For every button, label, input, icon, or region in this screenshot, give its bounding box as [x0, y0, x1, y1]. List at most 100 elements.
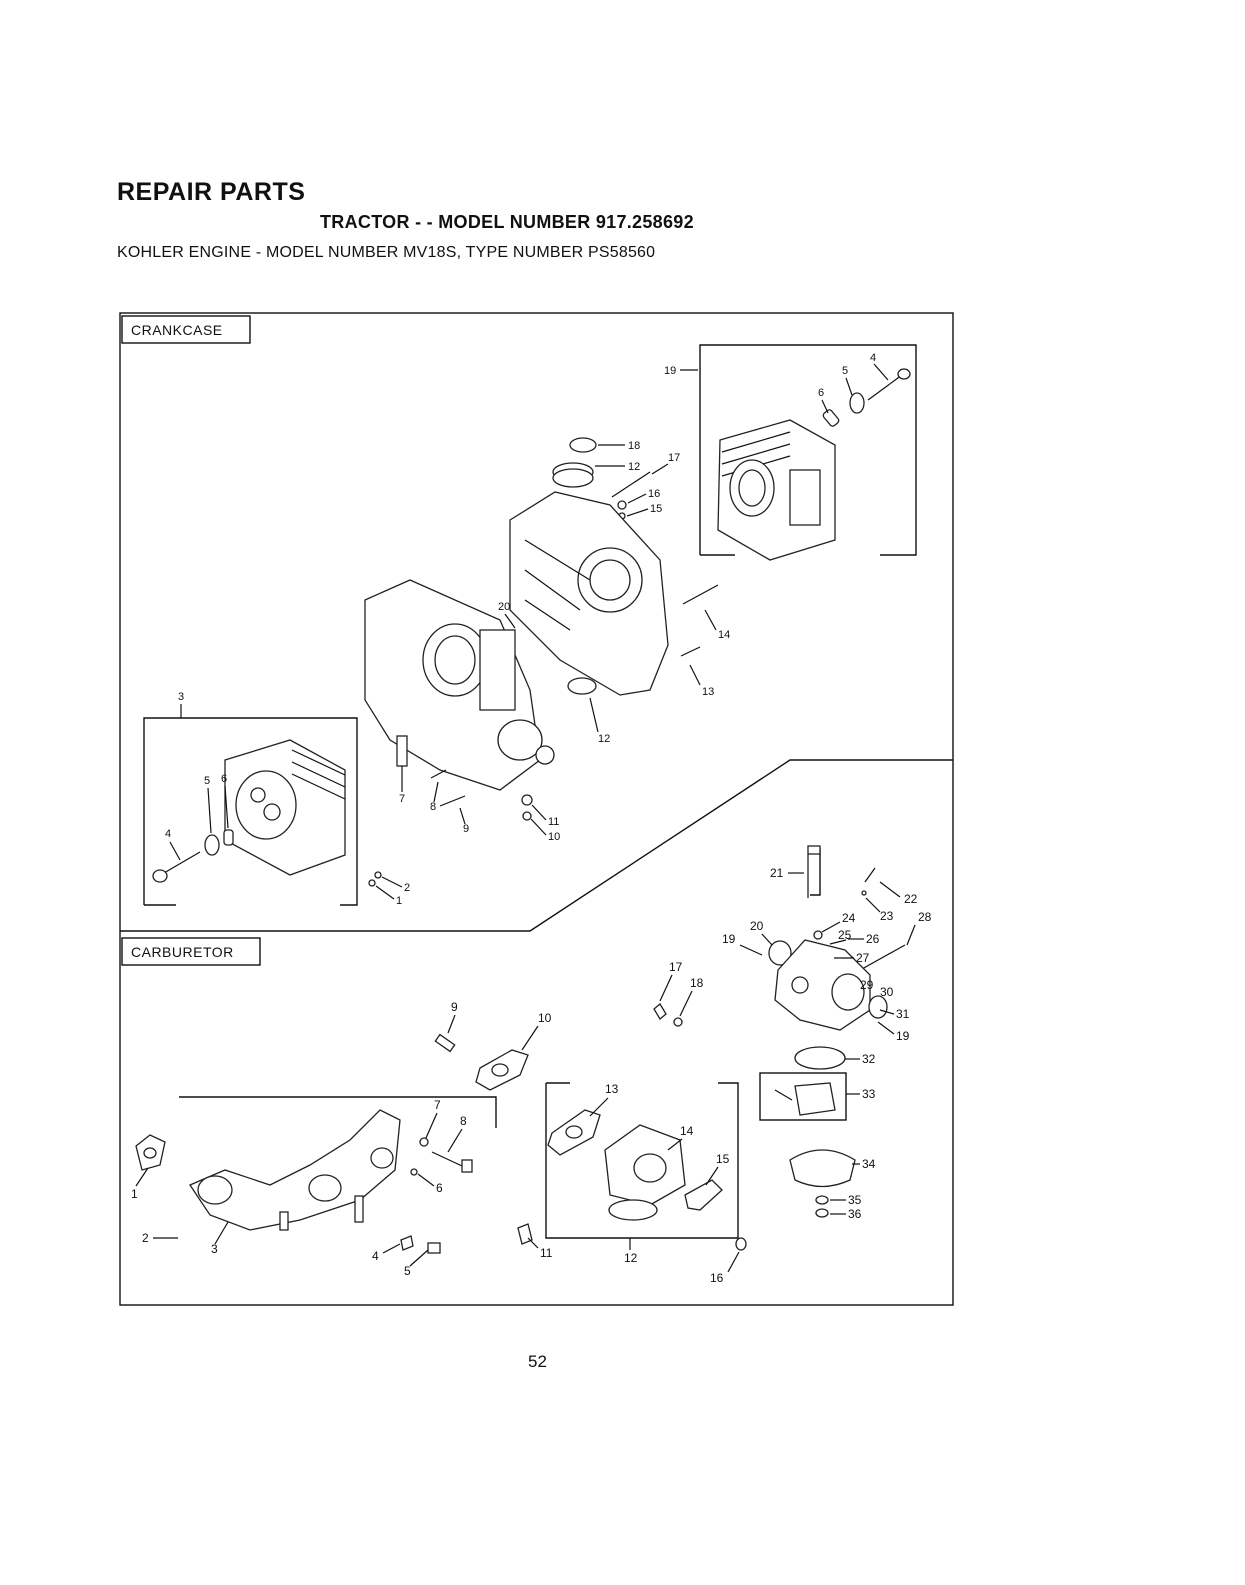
callout-k26: 26 — [866, 932, 880, 946]
callout-k24: 24 — [842, 911, 856, 925]
o-ring-32 — [795, 1047, 845, 1069]
callout-k12: 12 — [624, 1251, 638, 1265]
valve-spring-right — [850, 393, 864, 413]
bolt-13 — [681, 647, 700, 656]
callout-k15: 15 — [716, 1152, 730, 1166]
callout-k13: 13 — [605, 1082, 619, 1096]
callout-k32: 32 — [862, 1052, 876, 1066]
callout-1: 1 — [396, 895, 402, 907]
carburetor-label: CARBURETOR — [131, 944, 234, 960]
callout-k10: 10 — [538, 1011, 552, 1025]
page-number: 52 — [528, 1352, 547, 1372]
carburetor-14 — [605, 1125, 685, 1220]
callout-k11: 11 — [540, 1246, 553, 1260]
callout-k6: 6 — [436, 1181, 443, 1195]
gasket-15 — [685, 1180, 722, 1210]
washer-2 — [375, 872, 381, 878]
callout-k3: 3 — [211, 1242, 218, 1256]
callout-12: 12 — [628, 461, 640, 473]
left-valve — [153, 852, 200, 882]
callout-7: 7 — [399, 793, 405, 805]
callout-16: 16 — [648, 488, 660, 500]
spring-25 — [814, 931, 822, 939]
float-33 — [795, 1083, 835, 1115]
callout-11: 11 — [548, 816, 559, 828]
crankcase-rear-half — [510, 492, 668, 695]
callout-k9: 9 — [451, 1000, 458, 1014]
long-bolt-top — [612, 472, 650, 497]
stud-9 — [440, 796, 465, 806]
right-valve — [868, 369, 910, 400]
callout-k14: 14 — [680, 1124, 694, 1138]
callout-k19b: 19 — [896, 1029, 910, 1043]
callout-6: 6 — [818, 387, 824, 399]
callout-k27: 27 — [856, 951, 870, 965]
callout-k4: 4 — [372, 1249, 379, 1263]
bearing-12b — [568, 678, 596, 694]
callout-20: 20 — [498, 601, 510, 613]
washer-23 — [862, 891, 866, 895]
callout-19: 19 — [664, 365, 676, 377]
callout-k30: 30 — [880, 985, 894, 999]
callout-3: 3 — [178, 691, 184, 703]
intake-inset — [179, 1097, 496, 1128]
valve-guide-right — [822, 409, 840, 428]
callout-6b: 6 — [221, 773, 227, 785]
left-cylinder-head — [225, 740, 345, 875]
callout-k29: 29 — [860, 978, 874, 992]
callout-k35: 35 — [848, 1193, 862, 1207]
bolt-8 — [432, 1152, 462, 1166]
washer-35 — [816, 1196, 828, 1204]
callout-4: 4 — [870, 352, 876, 364]
callout-k17: 17 — [669, 960, 683, 974]
callout-14: 14 — [718, 629, 730, 641]
callout-k18: 18 — [690, 976, 704, 990]
screw-17 — [654, 1004, 666, 1019]
stud-8 — [431, 770, 446, 778]
screw-22 — [865, 868, 875, 882]
callout-k31: 31 — [896, 1007, 910, 1021]
callout-17: 17 — [668, 452, 680, 464]
washer-16 — [618, 501, 626, 509]
callout-k1: 1 — [131, 1187, 138, 1201]
callout-k8: 8 — [460, 1114, 467, 1128]
callout-k5: 5 — [404, 1264, 411, 1278]
callout-k22: 22 — [904, 892, 918, 906]
callout-k33: 33 — [862, 1087, 876, 1101]
plug-11 — [522, 795, 532, 805]
valve-guide-left — [224, 830, 233, 845]
bowl-34 — [790, 1150, 855, 1187]
callout-18: 18 — [628, 440, 640, 452]
callout-5: 5 — [842, 365, 848, 377]
callout-k2: 2 — [142, 1231, 149, 1245]
callout-k28: 28 — [918, 910, 932, 924]
valve-spring-left — [205, 835, 219, 855]
callout-k19a: 19 — [722, 932, 736, 946]
crankcase-label: CRANKCASE — [131, 322, 223, 338]
washer-10 — [523, 812, 531, 820]
nut-16 — [736, 1238, 746, 1250]
screw-5 — [428, 1243, 440, 1253]
dipstick-tube — [397, 736, 407, 766]
screw-18 — [674, 1018, 682, 1026]
callout-k23: 23 — [880, 909, 894, 923]
bolt-14 — [683, 585, 718, 604]
washer-7 — [420, 1138, 428, 1146]
callout-k21: 21 — [770, 866, 784, 880]
stud-9-carb — [435, 1035, 454, 1052]
callout-2: 2 — [404, 882, 410, 894]
callout-k36: 36 — [848, 1207, 862, 1221]
oil-seal-top — [570, 438, 596, 452]
callout-12b: 12 — [598, 733, 610, 745]
callout-k7: 7 — [434, 1098, 441, 1112]
callout-8: 8 — [430, 801, 436, 813]
nut-36 — [816, 1209, 828, 1217]
callout-k34: 34 — [862, 1157, 876, 1171]
washer-6 — [411, 1169, 417, 1175]
diaphragm-30 — [869, 996, 887, 1018]
callout-k16: 16 — [710, 1271, 724, 1285]
callout-k25: 25 — [838, 928, 852, 942]
intake-manifold — [190, 1110, 400, 1230]
callout-k20: 20 — [750, 919, 764, 933]
